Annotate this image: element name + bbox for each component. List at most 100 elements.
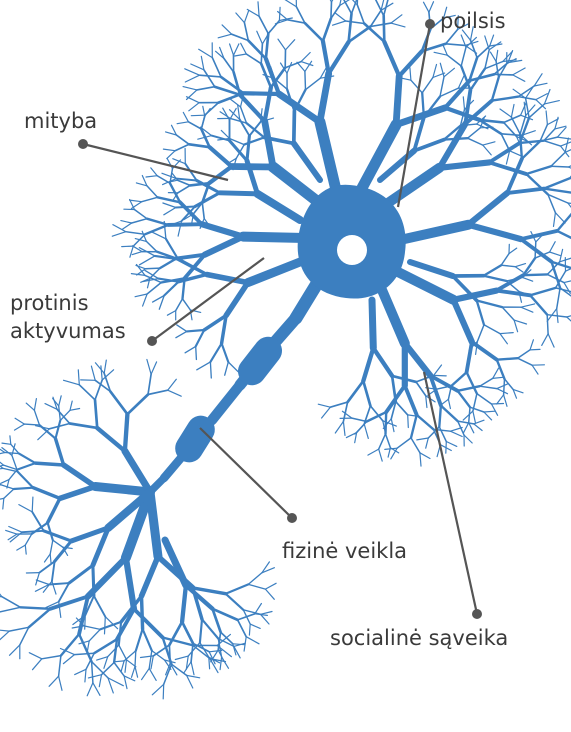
dendrite-segment <box>258 2 259 16</box>
dendrite-segment <box>301 53 310 62</box>
dendrite-segment <box>463 97 464 110</box>
dendrite-segment <box>15 424 25 430</box>
dendrite-segment <box>127 395 148 415</box>
dendrite-segment <box>84 626 100 630</box>
dendrite-segment <box>60 487 95 499</box>
dendrite-segment <box>15 418 24 424</box>
dendrite-segment <box>234 44 239 55</box>
dendrite-segment <box>444 138 468 139</box>
dendrite-segment <box>200 619 202 642</box>
dendrite-segment <box>241 43 247 54</box>
dendrite-segment <box>142 197 158 201</box>
dendrite-segment <box>564 280 571 283</box>
dendrite-segment <box>400 225 468 240</box>
dendrite-segment <box>56 439 64 465</box>
dendrite-segment <box>230 118 246 123</box>
dendrite-segment <box>64 465 96 487</box>
dendrite-segment <box>169 645 170 663</box>
dendrite-segment <box>89 629 100 641</box>
dendrite-segment <box>557 210 571 231</box>
dendrite-segment <box>135 667 138 678</box>
dendrite-segment <box>69 565 93 583</box>
dendrite-segment <box>167 151 175 159</box>
dendrite-segment <box>473 411 476 423</box>
dendrite-segment <box>228 362 238 372</box>
dendrite-segment <box>53 540 63 547</box>
dendrite-segment <box>426 438 429 448</box>
dendrite-segment <box>514 320 526 324</box>
dendrite-segment <box>209 167 232 184</box>
cell-nucleus <box>337 235 367 265</box>
dendrite-segment <box>373 348 392 376</box>
dendrite-segment <box>364 424 368 438</box>
dendrite-segment <box>152 684 163 695</box>
dendrite-segment <box>451 372 466 386</box>
dendrite-segment <box>221 130 229 138</box>
dendrite-segment <box>108 645 119 657</box>
dendrite-segment <box>70 424 98 428</box>
dendrite-segment <box>523 258 535 275</box>
dendrite-segment <box>426 396 427 408</box>
leader-dot-protinis <box>147 336 157 346</box>
dendrite-segment <box>332 0 338 2</box>
dendrite-segment <box>497 358 518 360</box>
dendrite-segment <box>125 414 128 451</box>
dendrite-segment <box>444 68 454 77</box>
dendrite-segment <box>197 87 215 90</box>
dendrite-segment <box>348 381 364 402</box>
dendrite-segment <box>178 185 190 192</box>
dendrite-segment <box>50 554 51 564</box>
dendrite-segment <box>540 137 557 141</box>
dendrite-segment <box>468 225 521 239</box>
dendrite-segment <box>342 0 351 14</box>
dendrite-segment <box>164 282 178 296</box>
dendrite-segment <box>146 268 161 269</box>
dendrite-segment <box>99 675 101 687</box>
dendrite-segment <box>326 0 332 2</box>
dendrite-segment <box>405 386 417 415</box>
dendrite-segment <box>25 534 32 545</box>
dendrite-segment <box>127 660 136 667</box>
dendrite-segment <box>176 207 195 208</box>
dendrite-segment <box>335 422 343 434</box>
dendrite-segment <box>201 56 204 70</box>
dendrite-segment <box>545 101 560 104</box>
dendrite-segment <box>453 300 472 342</box>
dendrite-segment <box>392 376 396 402</box>
dendrite-segment <box>477 394 492 404</box>
dendrite-segment <box>371 10 382 26</box>
dendrite-segment <box>485 50 489 69</box>
dendrite-segment <box>164 664 172 684</box>
dendrite-segment <box>95 363 104 374</box>
dendrite-segment <box>530 349 540 350</box>
dendrite-segment <box>461 47 466 66</box>
dendrite-segment <box>204 70 215 87</box>
dendrite-segment <box>219 93 244 102</box>
dendrite-segment <box>32 497 33 512</box>
dendrite-segment <box>122 246 134 247</box>
dendrite-segment <box>196 346 197 359</box>
dendrite-segment <box>536 94 548 100</box>
dendrite-segment <box>259 16 268 33</box>
dendrite-segment <box>294 143 320 180</box>
dendrite-segment <box>110 392 127 415</box>
dendrite-segment <box>59 583 69 602</box>
dendrite-segment <box>56 420 61 438</box>
dendrite-segment <box>95 487 150 493</box>
dendrite-segment <box>134 210 147 219</box>
dendrite-segment <box>185 69 200 75</box>
dendrite-segment <box>202 115 205 127</box>
dendrite-segment <box>420 453 421 466</box>
dendrite-segment <box>363 381 370 406</box>
dendrite-segment <box>247 136 249 161</box>
dendrite-segment <box>196 330 205 346</box>
dendrite-segment <box>464 435 472 443</box>
dendrite-segment <box>236 13 245 23</box>
dendrite-segment <box>0 453 5 456</box>
dendrite-segment <box>168 379 177 390</box>
dendrite-segment <box>226 594 244 610</box>
dendrite-segment <box>490 35 494 46</box>
dendrite-segment <box>126 558 134 609</box>
dendrite-segment <box>396 402 408 415</box>
dendrite-segment <box>448 399 450 408</box>
